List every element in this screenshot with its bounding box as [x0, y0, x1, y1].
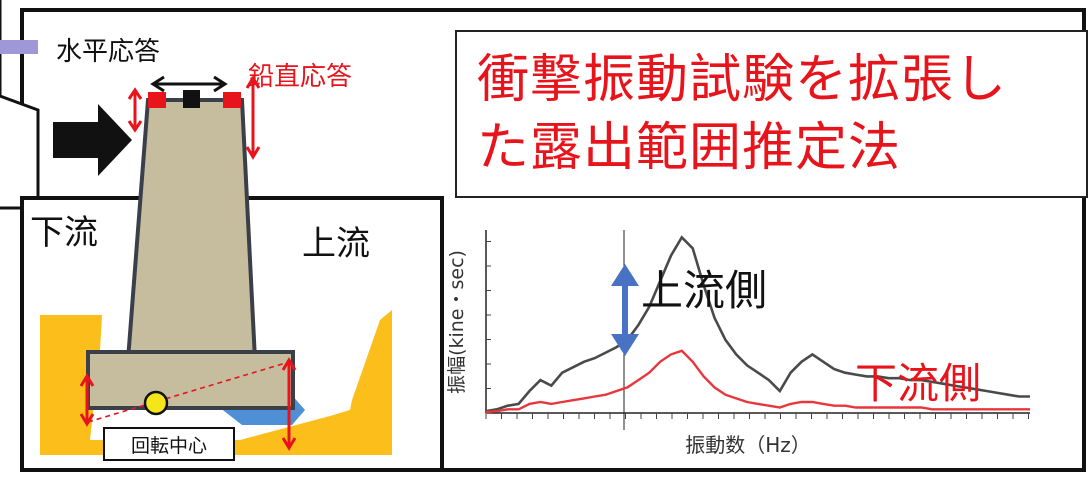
horizontal-response-label: 水平応答	[56, 37, 160, 67]
rotation-center-label: 回転中心	[131, 435, 207, 457]
sensor-center	[183, 90, 200, 108]
vertical-response-label: 鉛直応答	[248, 62, 352, 92]
frequency-response-chart: 上流側 下流側 振動数（Hz） 振幅(kine・sec)	[446, 230, 1030, 457]
title-box: 衝撃振動試験を拡張し た露出範囲推定法	[455, 30, 1088, 198]
x-axis-label: 振動数（Hz）	[685, 433, 811, 457]
rotation-center-marker	[143, 390, 169, 416]
peak-difference-arrow	[611, 264, 639, 356]
base-right-arrow	[281, 357, 297, 451]
upstream-label: 上流	[302, 224, 370, 264]
y-axis-label: 振幅(kine・sec)	[446, 250, 468, 394]
impact-arrow-icon	[53, 104, 132, 176]
title-line-2: た露出範囲推定法	[477, 118, 902, 178]
horizontal-response-arrow	[150, 75, 228, 93]
series-downstream-label: 下流側	[855, 359, 981, 408]
series-downstream-line	[485, 349, 1030, 414]
left-vertical-arrow	[127, 87, 143, 133]
series-upstream-label: 上流側	[641, 266, 767, 315]
rotation-center-label-box	[103, 427, 235, 461]
sensor-right	[223, 92, 241, 108]
dam-base	[86, 350, 295, 410]
ground	[40, 310, 392, 455]
downstream-label: 下流	[30, 213, 98, 253]
x-ticks	[485, 413, 1029, 419]
sensor-left	[148, 92, 166, 108]
rotation-line	[87, 361, 290, 423]
vertical-response-arrow	[245, 75, 261, 160]
base-left-arrow	[79, 373, 95, 427]
series-upstream-line	[485, 235, 1030, 413]
title-line-1: 衝撃振動試験を拡張し	[477, 50, 1008, 110]
purple-accent	[0, 40, 38, 54]
dam-body	[125, 98, 258, 362]
